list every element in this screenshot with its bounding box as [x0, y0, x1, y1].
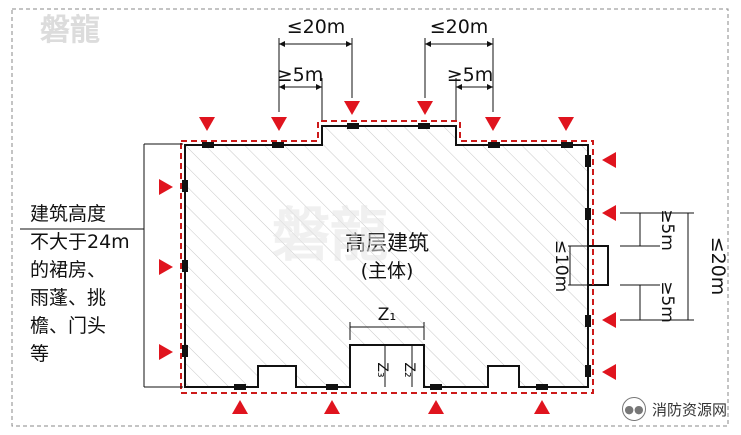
rescue-boundary-line	[180, 120, 594, 394]
building-subtitle: (主体)	[361, 260, 414, 282]
dim-top-left-max: ≤20m	[287, 16, 346, 38]
dim-top-right-max: ≤20m	[430, 16, 489, 38]
dim-top-left-min: ≥5m	[277, 64, 324, 86]
building-title: 高层建筑	[345, 231, 429, 255]
podium-label: 建筑高度 不大于24m 的裙房、 雨蓬、挑 檐、门头 等	[30, 200, 150, 368]
dim-right-max: ≤20m	[707, 237, 729, 296]
frame-border	[11, 8, 729, 427]
right-projection	[588, 245, 609, 286]
dim-right-min-upper: ≥5m	[657, 209, 677, 251]
label-bracket	[20, 143, 183, 388]
dim-z3: Z₃	[374, 362, 390, 377]
entrance-markers	[182, 123, 591, 390]
dim-top-right-min: ≥5m	[447, 64, 494, 86]
source-watermark: ●● 消防资源网	[621, 397, 727, 421]
watermark-top: 磐龍	[40, 13, 100, 48]
building-outline	[184, 125, 589, 388]
top-dimensions	[278, 38, 494, 120]
podium-label-line-3: 的裙房、	[30, 259, 107, 281]
wechat-icon: ●●	[621, 397, 646, 421]
dim-right-projection: ≤10m	[551, 240, 571, 292]
notch-dimensions	[349, 322, 425, 387]
podium-label-line-6: 等	[30, 343, 50, 365]
podium-label-line-4: 雨蓬、挑	[30, 287, 107, 309]
building-hatch	[185, 126, 588, 387]
dim-z1: Z₁	[378, 305, 396, 325]
source-watermark-text: 消防资源网	[651, 400, 727, 419]
podium-label-line-2: 不大于24m	[30, 231, 130, 253]
watermark-center: 磐龍	[272, 201, 388, 269]
rescue-window-triangles	[159, 101, 616, 414]
right-dimensions	[568, 212, 694, 321]
podium-label-line-5: 檐、门头	[30, 315, 107, 337]
podium-label-line-1: 建筑高度	[30, 203, 107, 225]
top-dimension-ticks	[279, 41, 493, 90]
dim-right-min-lower: ≥5m	[657, 281, 677, 323]
dim-z2: Z₂	[401, 362, 417, 377]
